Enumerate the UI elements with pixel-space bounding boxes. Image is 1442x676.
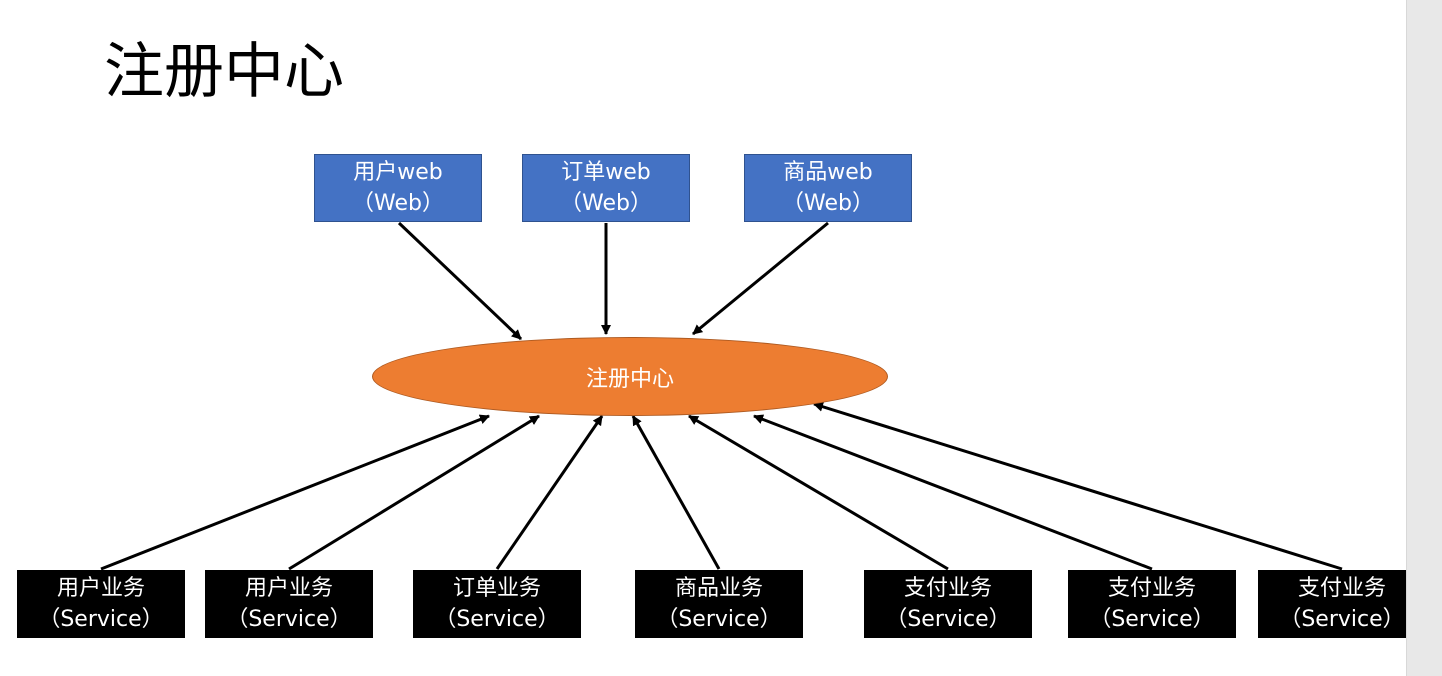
web-node-name: 商品web bbox=[783, 160, 873, 185]
web-node-product: 商品web （Web） bbox=[744, 154, 912, 222]
service-node-name: 用户业务 bbox=[244, 576, 333, 601]
service-node-order: 订单业务 （Service） bbox=[413, 570, 581, 638]
web-node-name: 订单web bbox=[561, 160, 651, 185]
arrow-svc-5 bbox=[688, 414, 949, 571]
slide-canvas: 注册中心 用户web （Web） 订单web （Web） 商品web （Web）… bbox=[17, 37, 1426, 638]
service-node-type: （Service） bbox=[226, 607, 352, 632]
service-node-name: 订单业务 bbox=[452, 576, 541, 601]
arrow-web-3 bbox=[692, 221, 829, 336]
service-node-name: 支付业务 bbox=[1107, 576, 1196, 601]
web-node-user: 用户web （Web） bbox=[314, 154, 482, 222]
service-node-product: 商品业务 （Service） bbox=[635, 570, 803, 638]
service-node-payment-1: 支付业务 （Service） bbox=[864, 570, 1032, 638]
arrow-svc-2 bbox=[288, 414, 540, 571]
connection-arrows bbox=[100, 221, 1343, 571]
service-node-type: （Service） bbox=[885, 607, 1011, 632]
service-node-payment-3: 支付业务 （Service） bbox=[1258, 570, 1426, 638]
service-node-type: （Service） bbox=[434, 607, 560, 632]
service-node-name: 支付业务 bbox=[1297, 576, 1386, 601]
arrow-svc-4 bbox=[631, 415, 721, 570]
service-node-type: （Service） bbox=[656, 607, 782, 632]
web-node-type: （Web） bbox=[352, 191, 444, 216]
service-node-name: 支付业务 bbox=[903, 576, 992, 601]
arrow-web-1 bbox=[397, 221, 523, 341]
service-node-user-1: 用户业务 （Service） bbox=[17, 570, 185, 638]
arrow-svc-6 bbox=[753, 414, 1153, 571]
service-node-type: （Service） bbox=[1089, 607, 1215, 632]
web-node-name: 用户web bbox=[353, 160, 443, 185]
web-node-order: 订单web （Web） bbox=[522, 154, 690, 222]
service-node-user-2: 用户业务 （Service） bbox=[205, 570, 373, 638]
service-node-type: （Service） bbox=[38, 607, 164, 632]
slide-title: 注册中心 bbox=[104, 37, 344, 107]
service-node-type: （Service） bbox=[1279, 607, 1405, 632]
vertical-scrollbar[interactable] bbox=[1406, 0, 1442, 676]
arrow-svc-7 bbox=[813, 401, 1343, 571]
web-node-type: （Web） bbox=[560, 191, 652, 216]
service-node-name: 商品业务 bbox=[674, 576, 763, 601]
service-node-payment-2: 支付业务 （Service） bbox=[1068, 570, 1236, 638]
arrow-svc-1 bbox=[100, 414, 490, 571]
arrow-svc-3 bbox=[495, 415, 604, 570]
registry-center-ellipse: 注册中心 bbox=[372, 337, 888, 416]
web-node-type: （Web） bbox=[782, 191, 874, 216]
service-node-name: 用户业务 bbox=[56, 576, 145, 601]
registry-label: 注册中心 bbox=[585, 366, 674, 392]
